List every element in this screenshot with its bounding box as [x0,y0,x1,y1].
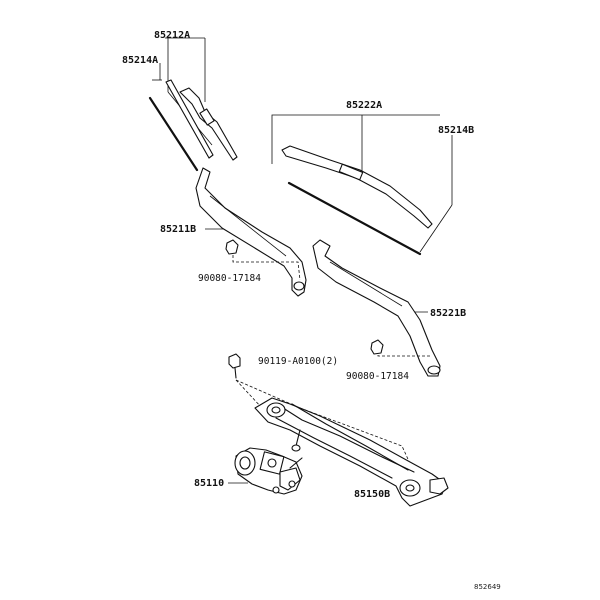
rear-wiper-blade [281,145,433,229]
label-90080-17184-front: 90080-17184 [198,273,261,284]
label-85211B: 85211B [160,224,196,235]
label-85110: 85110 [194,478,224,489]
wiper-link [254,397,449,507]
diagram-code: 852649 [474,583,501,591]
label-85214B: 85214B [438,125,474,136]
part-labels: 85212A 85214A 85222A 85214B 85211B 90080… [122,30,501,591]
label-85212A: 85212A [154,30,190,41]
label-90080-17184-rear: 90080-17184 [346,371,409,382]
front-cap [225,239,301,281]
front-wiper-arm [195,167,307,297]
rear-wiper-refill [287,181,422,256]
front-wiper-refill [148,96,199,172]
rear-cap [370,339,430,357]
label-90119-A0100: 90119-A0100(2) [258,356,338,367]
label-85214A: 85214A [122,55,158,66]
rear-wiper-arm [312,239,441,377]
label-85221B: 85221B [430,308,466,319]
bolt [228,353,413,469]
label-85222A: 85222A [346,100,382,111]
wiper-motor [234,447,303,495]
label-85150B: 85150B [354,489,390,500]
front-wiper-blade [165,79,238,161]
